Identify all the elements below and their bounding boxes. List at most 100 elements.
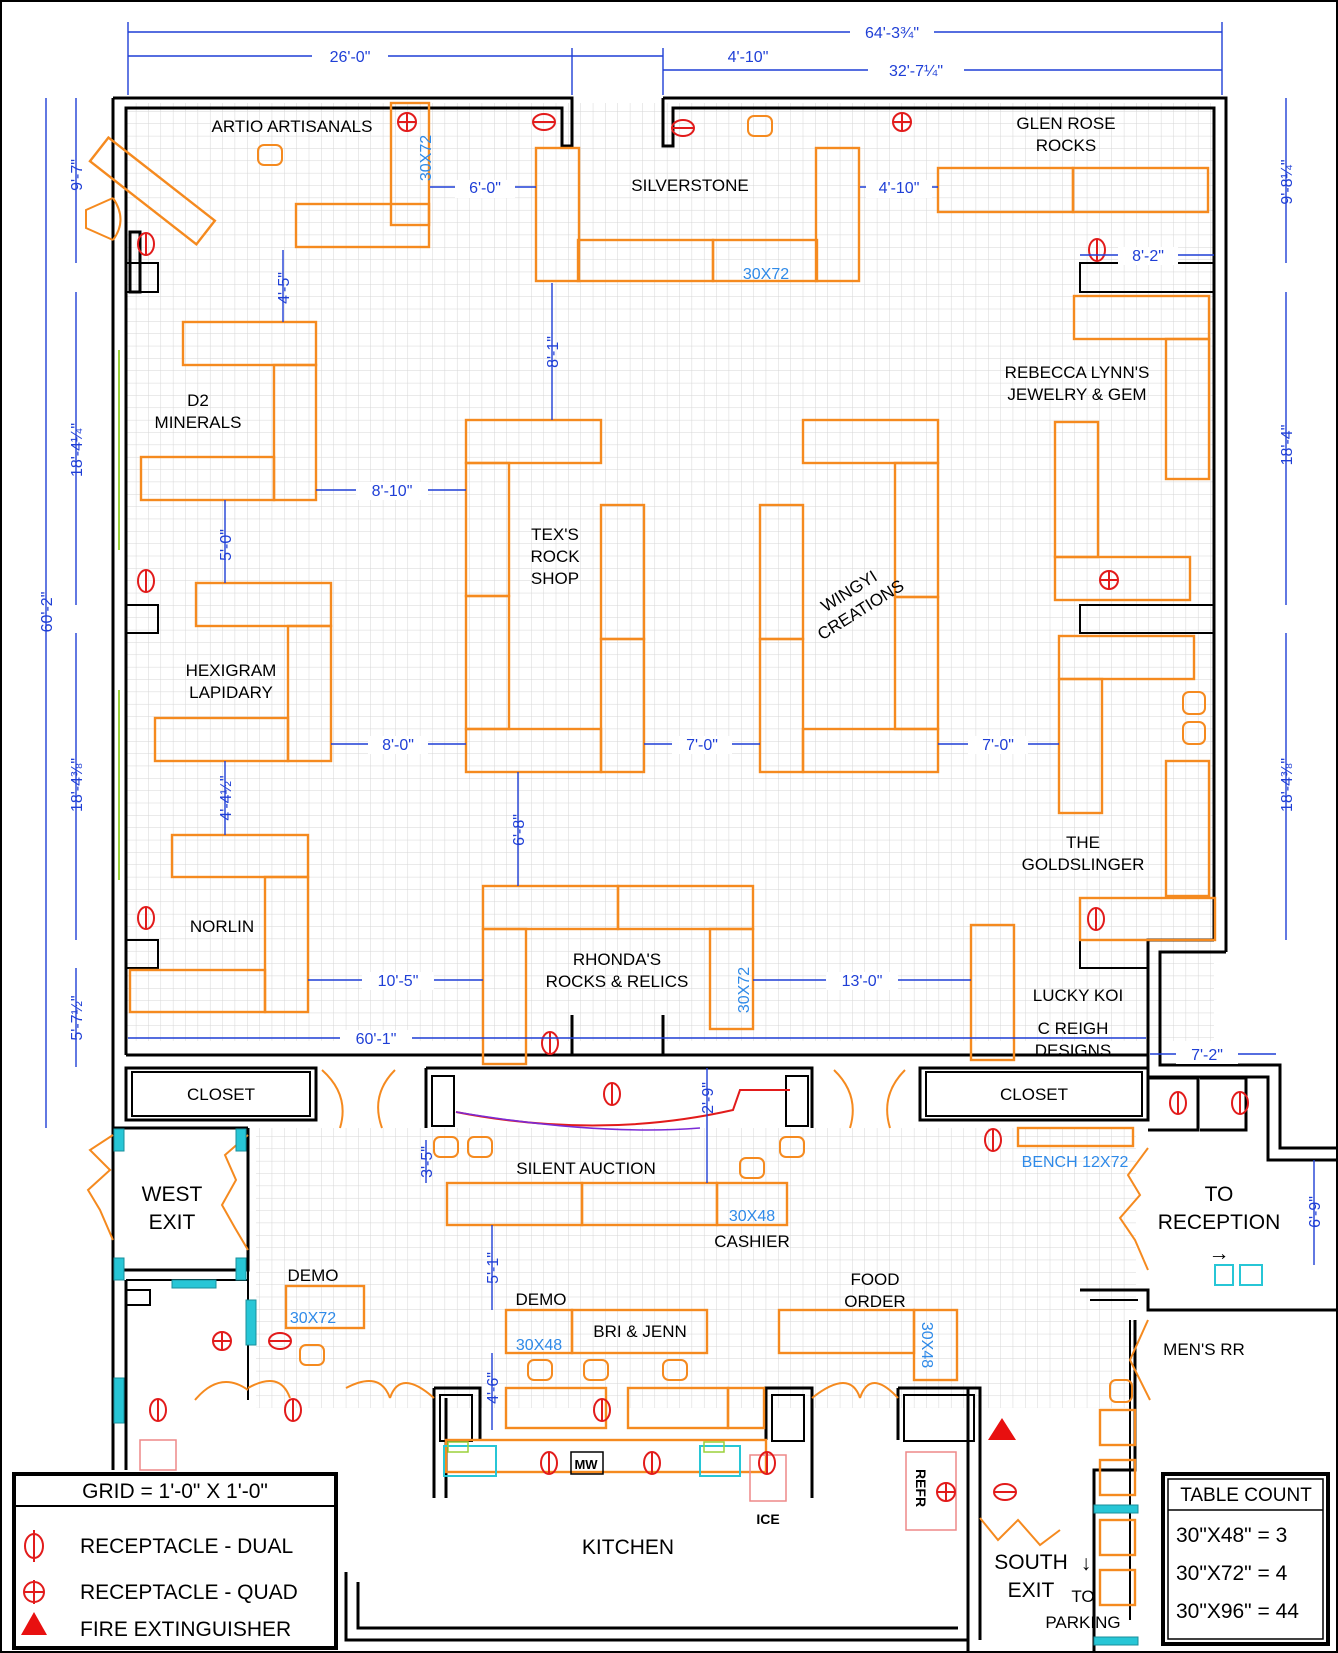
table-count-row: 30"X96" = 44 xyxy=(1176,1600,1299,1623)
chairs xyxy=(257,115,1206,1403)
booth-glen-rose-1: GLEN ROSE xyxy=(1016,114,1115,133)
room-reception-1: TO xyxy=(1205,1183,1234,1206)
dim-norlin-rhonda: 10'-5" xyxy=(378,973,419,990)
legend-quad: RECEPTACLE - QUAD xyxy=(80,1581,298,1604)
dim-left-4: 5'-7½" xyxy=(69,995,86,1040)
table-tags: 30X72 30X72 30X72 30X48 30X72 30X48 30X4… xyxy=(290,135,1129,1368)
room-demo-west: DEMO xyxy=(288,1266,339,1285)
receptacles xyxy=(137,112,1249,1502)
dim-reception: 6'-9" xyxy=(1307,1196,1324,1228)
dim-wingyi-goldslinger: 7'-0" xyxy=(982,737,1014,754)
dim-rhonda-luckykoi: 13'-0" xyxy=(842,973,883,990)
floor-grid-lobby xyxy=(256,1128,1136,1408)
booth-d2-2: MINERALS xyxy=(155,413,242,432)
booth-norlin: NORLIN xyxy=(190,917,254,936)
room-west-exit-2: EXIT xyxy=(149,1211,196,1234)
dim-right-3: 18'-4⅜" xyxy=(1279,758,1296,812)
booth-creigh-1: C REIGH xyxy=(1038,1019,1109,1038)
fire-extinguisher-icon xyxy=(988,1418,1016,1440)
dim-d2-hexigram: 5'-0" xyxy=(218,529,235,561)
booth-tables xyxy=(88,101,1217,1607)
room-west-exit-1: WEST xyxy=(142,1183,203,1206)
room-food-1: FOOD xyxy=(850,1270,899,1289)
booth-tex-1: TEX'S xyxy=(531,525,579,544)
tag-silverstone: 30X72 xyxy=(743,266,789,283)
booth-glen-rose-2: ROCKS xyxy=(1036,136,1096,155)
booth-goldslinger-1: THE xyxy=(1066,833,1100,852)
booth-silverstone: SILVERSTONE xyxy=(631,176,748,195)
booth-tex-3: SHOP xyxy=(531,569,579,588)
booth-d2-1: D2 xyxy=(187,391,209,410)
dim-hexigram-norlin: 4'-4½" xyxy=(218,775,235,820)
dim-tex-wingyi: 7'-0" xyxy=(686,737,718,754)
dim-right-1: 9'-8¼" xyxy=(1279,159,1296,204)
legend: GRID = 1'-0" X 1'-0" RECEPTACLE - DUAL R… xyxy=(12,1472,338,1650)
doors xyxy=(85,197,1151,1547)
dim-east-span: 32'-7¼" xyxy=(889,63,943,80)
dim-west-span: 26'-0" xyxy=(330,49,371,66)
room-mens-rr: MEN'S RR xyxy=(1163,1340,1245,1359)
dim-silverstone-glen: 4'-10" xyxy=(879,180,920,197)
room-south-exit-2: EXIT xyxy=(1008,1579,1055,1602)
booth-rhonda-1: RHONDA'S xyxy=(573,950,661,969)
dim-tex-rhonda: 6'-8" xyxy=(511,814,528,846)
south-arrow-icon: ↓ xyxy=(1081,1552,1092,1575)
dim-inner-width: 60'-1" xyxy=(356,1031,397,1048)
tag-artio: 30X72 xyxy=(418,135,435,181)
dim-east-annex: 7'-2" xyxy=(1191,1047,1223,1064)
room-bri-jenn: BRI & JENN xyxy=(593,1322,687,1341)
floor-grid-main xyxy=(126,103,1214,1041)
window-marks xyxy=(113,1128,1139,1646)
tag-cashier: 30X48 xyxy=(729,1208,775,1225)
legend-fire: FIRE EXTINGUISHER xyxy=(80,1618,291,1641)
table-count-row: 30"X48" = 3 xyxy=(1176,1524,1287,1547)
fire-extinguisher-legend-icon xyxy=(21,1612,47,1635)
room-parking-1: TO xyxy=(1071,1587,1094,1606)
tag-bench: BENCH 12X72 xyxy=(1022,1154,1129,1171)
legend-dual: RECEPTACLE - DUAL xyxy=(80,1535,293,1558)
dim-auction-demo: 5'-1" xyxy=(485,1252,502,1284)
dim-glen-wall: 8'-2" xyxy=(1132,248,1164,265)
tag-demo-center: 30X48 xyxy=(516,1337,562,1354)
dim-overall-width: 64'-3¾" xyxy=(865,25,919,42)
kitchen-appliances xyxy=(139,1264,1263,1531)
receptacle-dual-icon xyxy=(24,1530,44,1562)
room-demo-center: DEMO xyxy=(516,1290,567,1309)
table-count-title: TABLE COUNT xyxy=(1180,1485,1312,1506)
label-refrigerator: REFR xyxy=(913,1469,929,1507)
room-parking-2: PARKING xyxy=(1045,1613,1120,1632)
booth-lucky-koi: LUCKY KOI xyxy=(1033,986,1123,1005)
dim-right-2: 18'-4" xyxy=(1279,425,1296,466)
tag-food: 30X48 xyxy=(918,1322,935,1368)
dim-west-auction: 3'-5" xyxy=(419,1146,436,1178)
room-south-exit-1: SOUTH xyxy=(994,1551,1068,1574)
room-reception-2: RECEPTION xyxy=(1158,1211,1281,1234)
dim-center-span: 4'-10" xyxy=(728,49,769,66)
table-count-row: 30"X72" = 4 xyxy=(1176,1562,1288,1585)
room-labels: CLOSET CLOSET WEST EXIT TO RECEPTION → S… xyxy=(142,1085,1281,1632)
tag-rhonda: 30X72 xyxy=(736,967,753,1013)
room-closet-west: CLOSET xyxy=(187,1085,255,1104)
booth-hexigram-2: LAPIDARY xyxy=(189,683,273,702)
dim-left-3: 18'-4⅜" xyxy=(69,758,86,812)
receptacle-quad-icon xyxy=(23,1580,45,1604)
booth-rebecca-2: JEWELRY & GEM xyxy=(1007,385,1146,404)
dim-demo-kitchen: 4'-6" xyxy=(485,1372,502,1404)
room-closet-east: CLOSET xyxy=(1000,1085,1068,1104)
dim-auction-depth: 2'-9" xyxy=(700,1082,717,1114)
dimension-labels: 64'-3¾" 26'-0" 4'-10" 32'-7¼" 60'-2" 9'-… xyxy=(39,22,1324,1404)
booth-tex-2: ROCK xyxy=(530,547,580,566)
table-count: TABLE COUNT 30"X48" = 3 30"X72" = 4 30"X… xyxy=(1161,1472,1330,1646)
tag-demo-west: 30X72 xyxy=(290,1310,336,1327)
reception-arrow-icon: → xyxy=(1209,1242,1230,1265)
room-kitchen: KITCHEN xyxy=(582,1536,674,1559)
room-cashier: CASHIER xyxy=(714,1232,790,1251)
dim-artio-silverstone: 6'-0" xyxy=(469,180,501,197)
booth-rhonda-2: ROCKS & RELICS xyxy=(546,972,689,991)
dim-d2-top: 4'-5" xyxy=(276,272,293,304)
booth-goldslinger-2: GOLDSLINGER xyxy=(1022,855,1145,874)
dim-left-1: 9'-7" xyxy=(69,159,86,191)
room-silent-auction: SILENT AUCTION xyxy=(516,1159,656,1178)
room-food-2: ORDER xyxy=(844,1292,905,1311)
